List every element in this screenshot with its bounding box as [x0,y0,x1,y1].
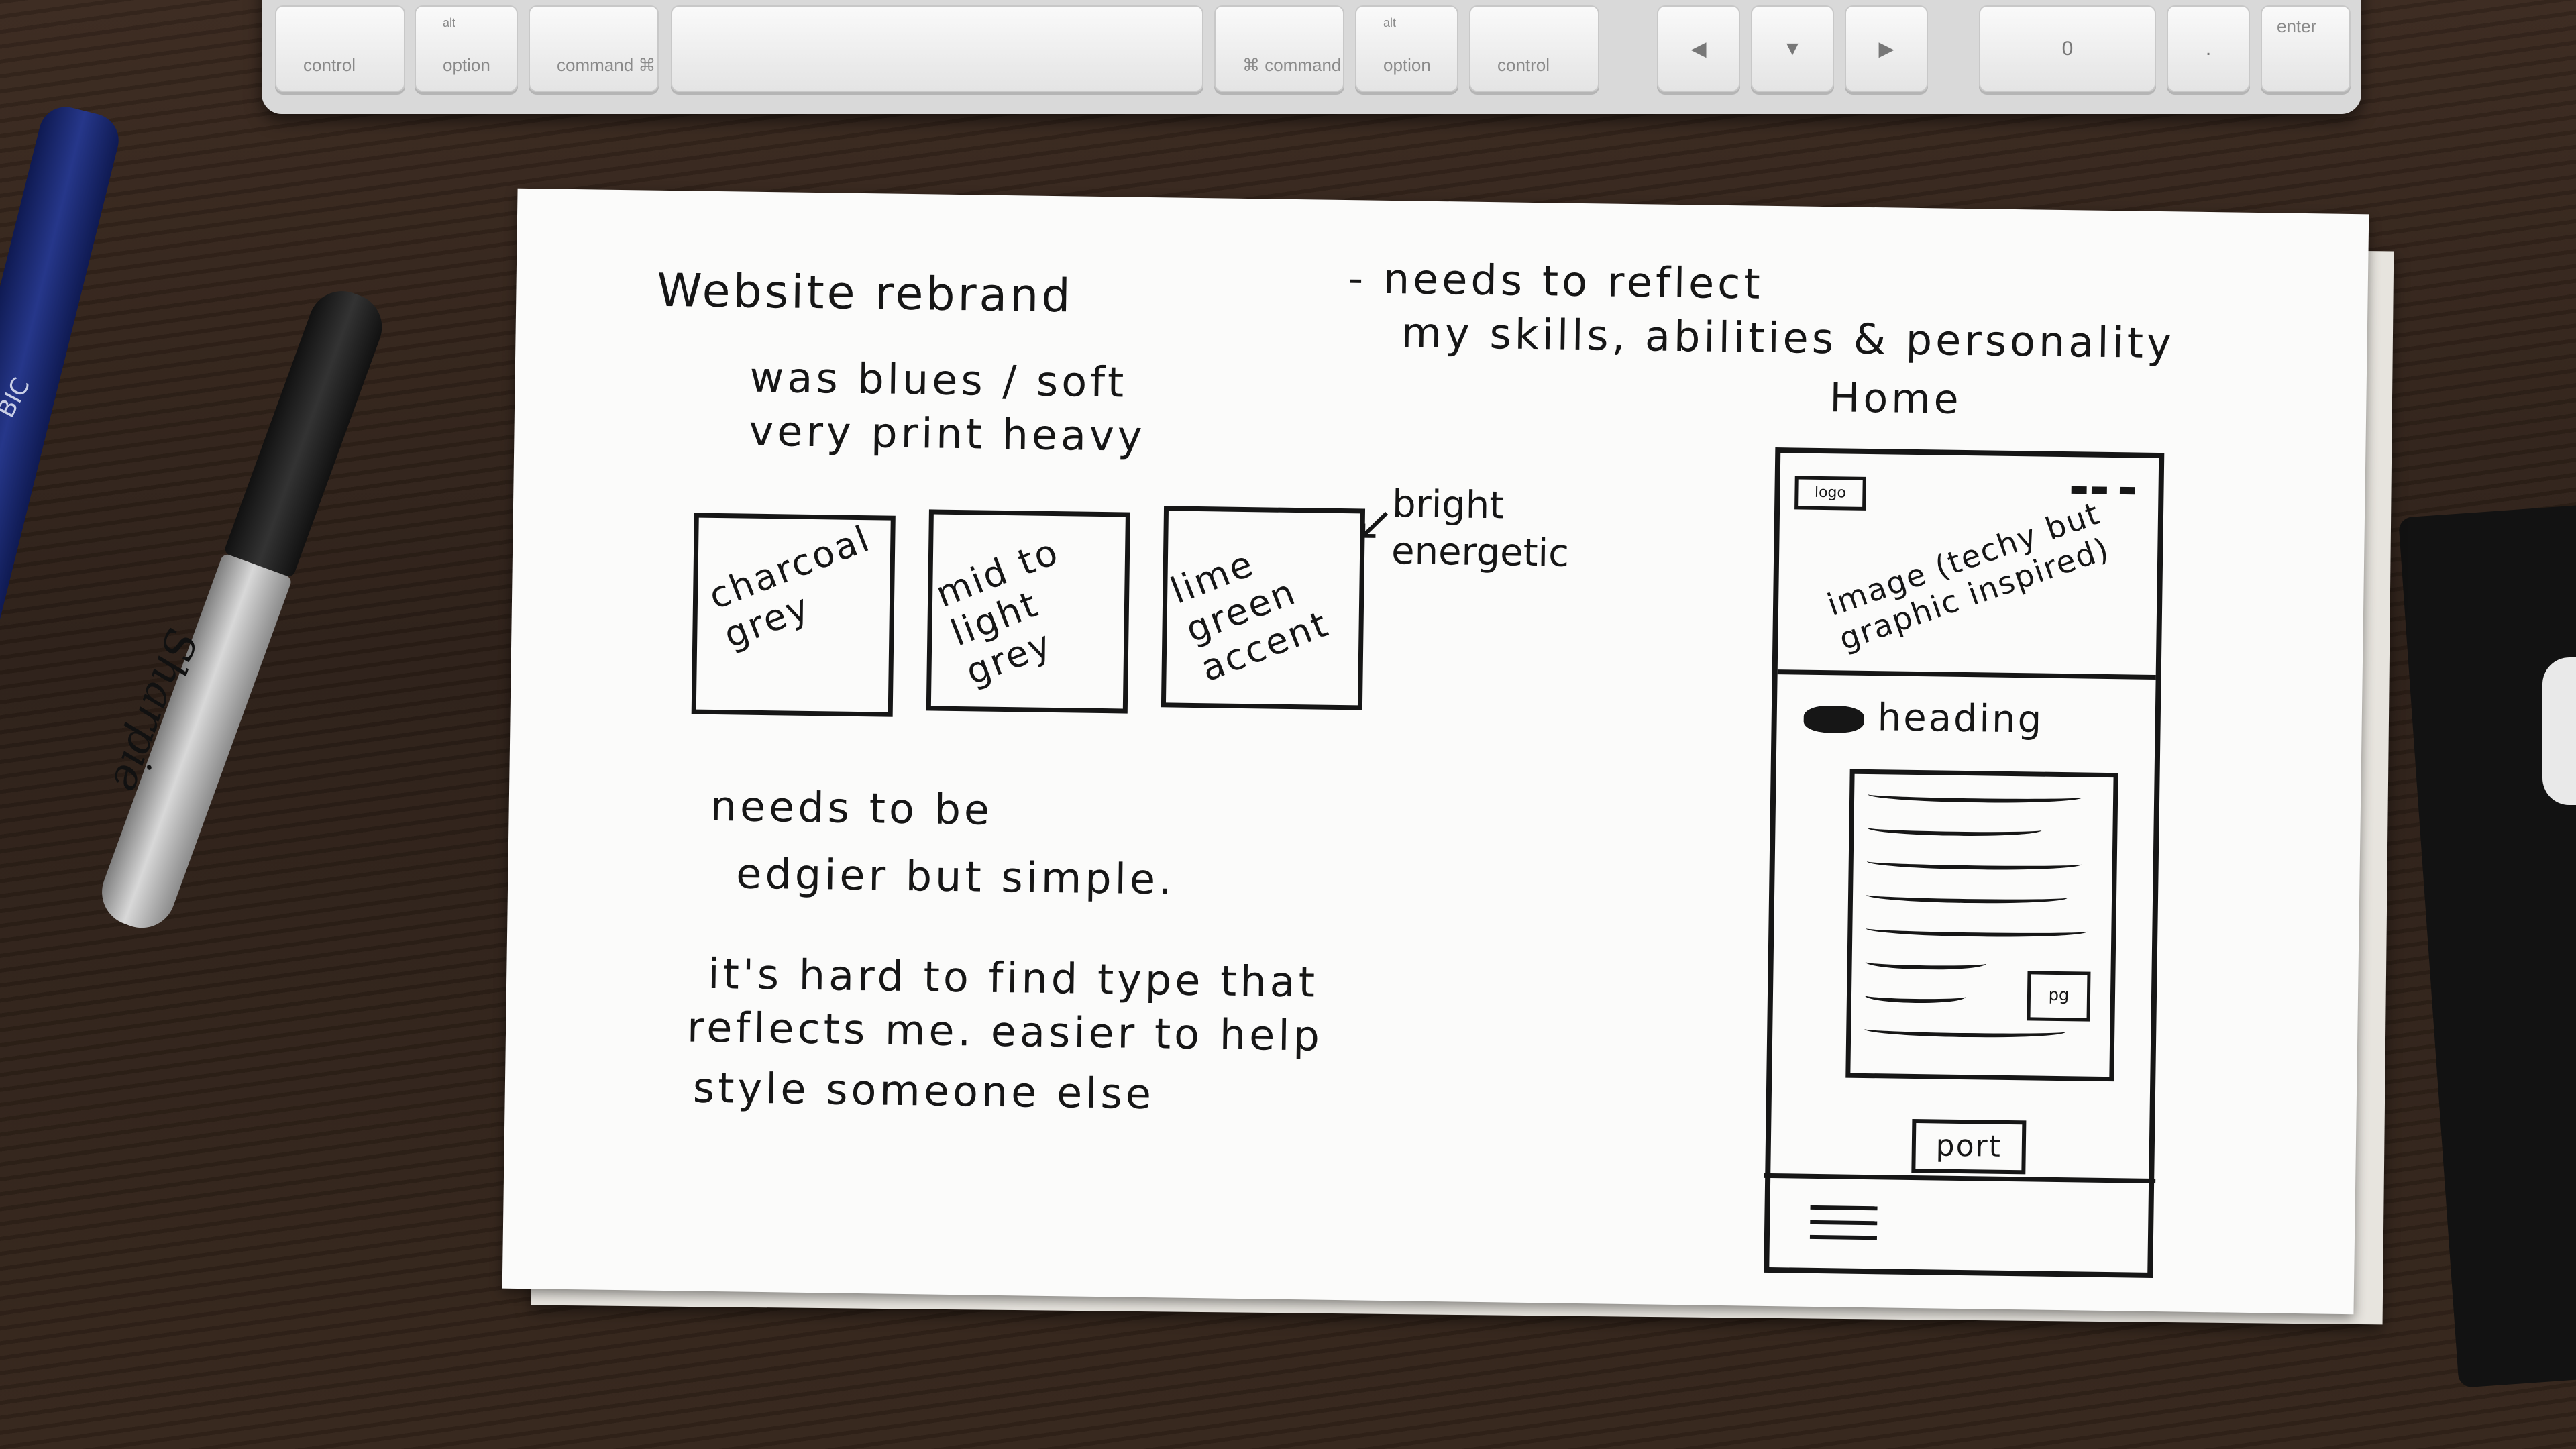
text-squiggle [1866,921,2088,938]
heading-bullet-icon [1803,705,1865,733]
key-space [671,5,1203,92]
key-label: option [1383,55,1431,75]
requirement-line-2: my skills, abilities & personality [1401,308,2176,368]
wireframe-heading: heading [1877,696,2044,742]
key-command-right: ⌘ command [1214,5,1344,92]
type-note-line-2: reflects me. easier to help [686,1002,1324,1061]
hamburger-icon [1809,1205,1878,1250]
key-command-left: command ⌘ [529,5,659,92]
sketch-title: Website rebrand [656,264,1074,323]
wireframe-logo: logo [1794,476,1866,511]
wireframe-page-label: Home [1829,374,1963,423]
key-arrow-right: ▶ [1845,5,1928,92]
key-zero: 0 [1979,5,2156,92]
swatch-label: charcoal grey [702,517,877,657]
down-arrow-icon: ▼ [1782,37,1803,60]
key-label: . [2205,37,2212,60]
text-squiggle [1868,788,2083,804]
wireframe-port-button: port [1911,1118,2027,1175]
text-squiggle [1864,1022,2066,1039]
accent-note-line-2: energetic [1391,529,1570,576]
requirement-line-1: - needs to reflect [1348,254,1764,309]
key-arrow-down: ▼ [1751,5,1834,92]
wireframe-hero-text: image (techy but graphic inspired) [1822,494,2114,657]
wireframe-heading-row: heading [1803,695,2044,742]
key-alt-label: alt [443,16,456,30]
right-arrow-icon: ▶ [1878,38,1894,60]
key-label: control [303,55,356,75]
type-note-line-1: it's hard to find type that [707,949,1319,1007]
key-option-right: alt option [1355,5,1458,92]
arrow-icon: ↙ [1354,495,1395,551]
key-label: enter [2277,16,2317,36]
text-squiggle [1866,888,2068,905]
color-swatch-lime: lime green accent [1161,506,1366,710]
wireframe-phone: logo ▬▬ ▬ image (techy but graphic inspi… [1762,447,2165,1279]
goal-line-1: needs to be [710,781,994,835]
wireframe-content-box: pg [1845,769,2118,1082]
text-squiggle [1865,955,1986,971]
wireframe-image-placeholder: pg [2027,971,2091,1022]
wireframe-hero: logo ▬▬ ▬ image (techy but graphic inspi… [1777,453,2159,680]
color-swatch-charcoal: charcoal grey [691,513,896,717]
key-option-left: alt option [415,5,518,92]
accent-note-line-1: bright [1391,482,1505,528]
key-label: option [443,55,490,75]
key-label: control [1497,55,1550,75]
wireframe-footer [1762,1173,2156,1273]
key-arrow-left: ◀ [1657,5,1740,92]
key-decimal: . [2167,5,2250,92]
type-note-line-3: style someone else [692,1063,1155,1119]
swatch-label: lime green accent [1165,541,1335,690]
text-squiggle [1867,820,2042,837]
goal-line-2: edgier but simple. [735,849,1176,904]
key-control-right: control [1469,5,1599,92]
key-label: command ⌘ [557,55,656,75]
key-enter: enter [2261,5,2351,92]
key-label: 0 [2061,37,2074,60]
keyboard: control alt option command ⌘ ⌘ command al… [262,0,2361,114]
previous-style-line-2: very print heavy [749,406,1146,461]
previous-style-line-1: was blues / soft [749,352,1128,407]
key-alt-label: alt [1383,16,1397,30]
key-control-left: control [275,5,405,92]
mug-edge [2542,657,2576,805]
pen-brand-label: BIC [0,373,36,423]
left-arrow-icon: ◀ [1690,38,1707,60]
swatch-label: mid to light grey [930,529,1065,694]
key-label: ⌘ command [1242,55,1342,75]
color-swatch-mid-grey: mid to light grey [926,509,1130,714]
sketch-paper: Website rebrand - needs to reflect my sk… [502,188,2369,1315]
text-squiggle [1866,854,2082,871]
text-squiggle [1864,988,1966,1004]
